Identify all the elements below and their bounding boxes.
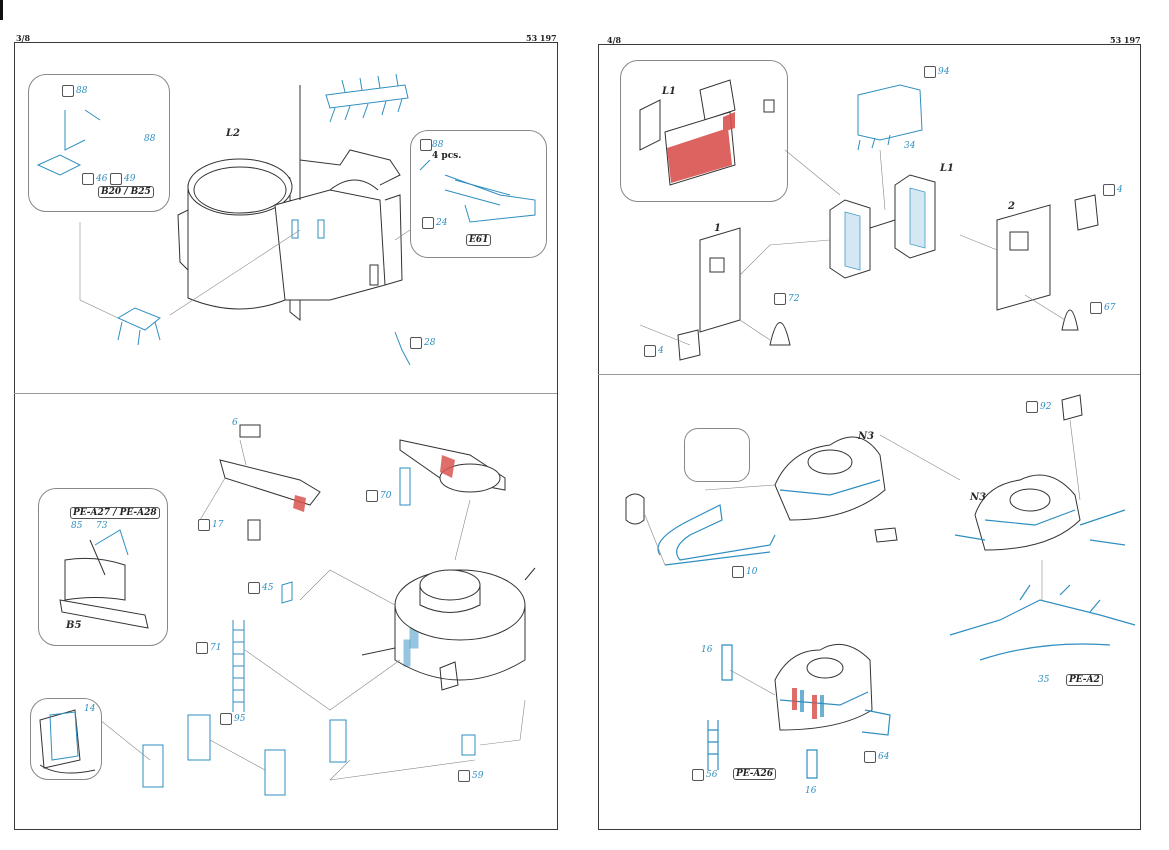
pe-number-4a: 4 (1117, 185, 1123, 195)
pe-number-34: 34 (904, 141, 916, 151)
step-icon (366, 490, 378, 502)
step-icon (110, 173, 122, 185)
paint-tag-b20-b25: B20 / B25 (98, 186, 154, 198)
pe-number-17: 17 (212, 520, 224, 530)
part-label-n3a: N3 (858, 431, 875, 442)
pe-number-92: 92 (1040, 402, 1052, 412)
pe-number-85: 85 (71, 521, 83, 531)
left-page-divider (14, 393, 557, 394)
step-icon (62, 85, 74, 97)
step-icon (732, 566, 744, 578)
pe-number-67: 67 (1104, 303, 1116, 313)
step-icon (692, 769, 704, 781)
pe-number-71: 71 (210, 643, 222, 653)
pe-number-16a: 16 (701, 645, 713, 655)
right-page-code: 53 197 (1110, 35, 1141, 45)
paint-tag-e61: E61 (466, 234, 492, 246)
pe-number-35: 35 (1038, 675, 1050, 685)
step-icon (422, 217, 434, 229)
step-icon (196, 642, 208, 654)
paint-tag-pe-a2: PE-A2 (1066, 674, 1103, 686)
step-icon (458, 770, 470, 782)
step-icon (864, 751, 876, 763)
pe-number-59: 59 (472, 771, 484, 781)
pe-number-72: 72 (788, 294, 800, 304)
part-label-l2: L2 (226, 128, 240, 139)
pe-number-28: 28 (424, 338, 436, 348)
pe-number-88c: 88 (432, 140, 444, 150)
part-label-l1-inset: L1 (662, 86, 676, 97)
pe-number-45: 45 (262, 583, 274, 593)
step-icon (410, 337, 422, 349)
pe-number-14: 14 (84, 704, 96, 714)
left-page-number: 3/8 (16, 33, 31, 43)
pe-number-16b: 16 (805, 786, 817, 796)
step-icon (220, 713, 232, 725)
pe-number-73: 73 (96, 521, 108, 531)
pe-number-88a: 88 (76, 86, 88, 96)
left-page-code: 53 197 (526, 33, 557, 43)
pe-number-70: 70 (380, 491, 392, 501)
pe-number-6: 6 (232, 418, 238, 428)
part-label-2: 2 (1008, 201, 1015, 212)
pe-number-56: 56 (706, 770, 718, 780)
pe-number-94: 94 (938, 67, 950, 77)
step-icon (82, 173, 94, 185)
step-icon (1026, 401, 1038, 413)
quantity-4pcs: 4 pcs. (432, 151, 462, 161)
step-icon (1103, 184, 1115, 196)
paint-tag-pe-a26: PE-A26 (733, 768, 777, 780)
step-icon (198, 519, 210, 531)
step-icon (774, 293, 786, 305)
pe-number-46: 46 (96, 174, 108, 184)
inset-detail-n3 (684, 428, 750, 482)
paint-tag-pe-a27-a28: PE-A27 / PE-A28 (70, 507, 160, 519)
part-label-n3b: N3 (970, 492, 987, 503)
pe-number-10: 10 (746, 567, 758, 577)
pe-number-64: 64 (878, 752, 890, 762)
step-icon (644, 345, 656, 357)
step-icon (924, 66, 936, 78)
part-label-1: 1 (714, 223, 721, 234)
pe-number-49: 49 (124, 174, 136, 184)
right-page-number: 4/8 (607, 35, 622, 45)
step-icon (420, 139, 432, 151)
pe-number-24: 24 (436, 218, 448, 228)
crop-mark (0, 0, 3, 20)
right-page-divider (598, 374, 1140, 375)
step-icon (1090, 302, 1102, 314)
step-icon (248, 582, 260, 594)
pe-number-88b: 88 (144, 134, 156, 144)
pe-number-4b: 4 (658, 346, 664, 356)
part-label-b5: B5 (66, 620, 82, 631)
part-label-l1: L1 (940, 163, 954, 174)
pe-number-95: 95 (234, 714, 246, 724)
